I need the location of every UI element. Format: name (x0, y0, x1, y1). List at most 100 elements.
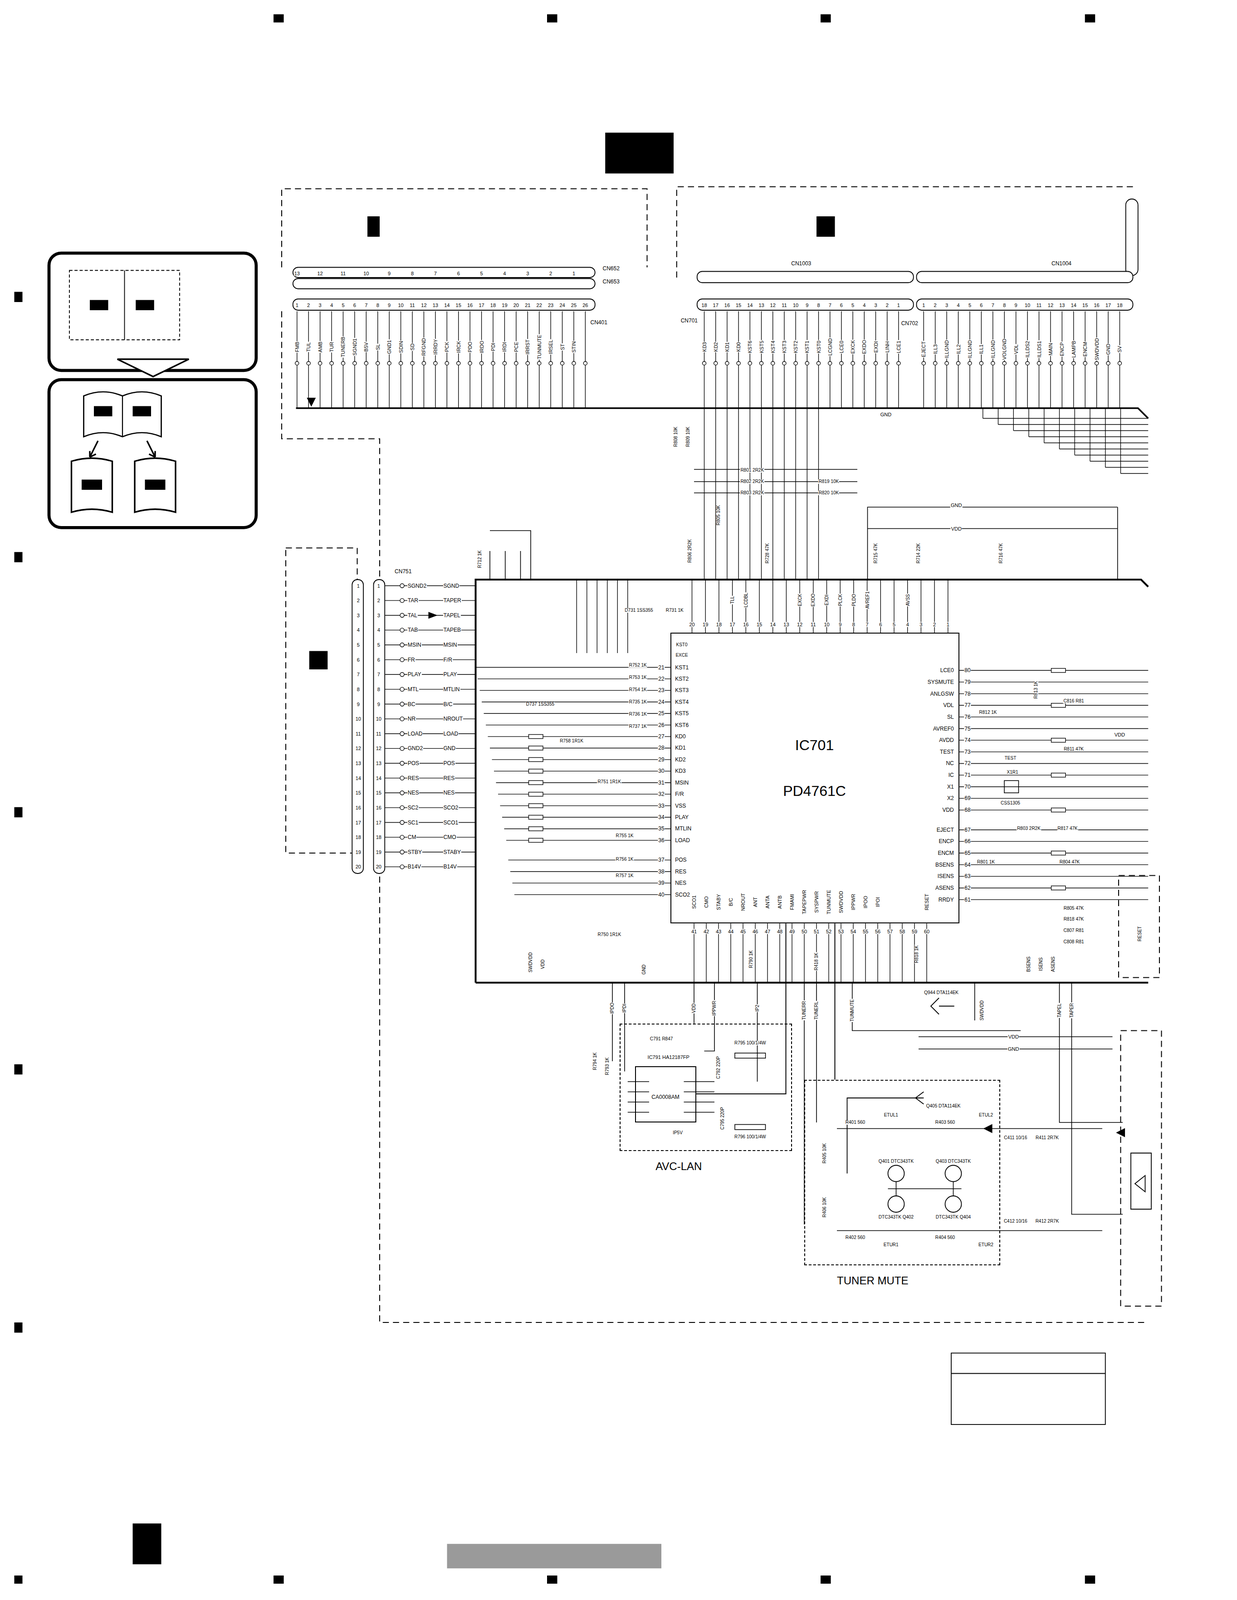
signal-label: GND (950, 502, 963, 508)
wire (959, 876, 1149, 877)
part-label: R752 1K (628, 663, 648, 668)
signal-label: AVREF1 (865, 591, 871, 610)
wire (384, 733, 476, 734)
part-label: R806 2R2K (687, 538, 693, 564)
connector-strip (352, 579, 364, 874)
wire (384, 762, 476, 764)
wire (934, 311, 936, 409)
resistor-symbol (528, 826, 544, 832)
pin-name: KST6 (674, 722, 690, 729)
wire (998, 424, 1149, 425)
terminal-dot (933, 361, 938, 366)
wire (1043, 408, 1045, 444)
note-box (951, 1353, 1106, 1426)
signal-label: SCO2 (443, 805, 460, 811)
pin-number: 76 (963, 714, 971, 720)
signal-label: SCO1 (443, 820, 460, 826)
wire (423, 311, 425, 409)
terminal-dot (400, 746, 405, 751)
pin-name: SCO1 (691, 894, 697, 910)
terminal-dot (400, 643, 405, 648)
pin-number: 13 (782, 622, 790, 628)
signal-label: TUR (329, 341, 335, 353)
pin-number: 8 (851, 622, 856, 628)
pin-number: 24 (657, 699, 665, 705)
pin-number: 72 (963, 760, 971, 767)
pin-number: 7 (376, 672, 381, 678)
pin-name: KST5 (674, 710, 690, 717)
wire (384, 689, 476, 690)
resistor-symbol (1051, 668, 1066, 673)
pin-number: 10 (362, 271, 370, 277)
transistor-symbol (888, 1196, 905, 1213)
wire (959, 681, 1149, 683)
terminal-dot (400, 598, 405, 603)
signal-label: SDIN (398, 340, 404, 354)
signal-label: SGND (443, 583, 460, 589)
signal-label: TLL (730, 595, 735, 605)
wire (502, 816, 671, 818)
terminal-dot (400, 850, 405, 855)
pin-number: 22 (657, 676, 665, 682)
pin-number: 6 (839, 302, 844, 308)
pin-number: 23 (547, 302, 554, 308)
pin-number: 12 (420, 302, 427, 308)
guide-frame (48, 253, 257, 371)
signal-label: IRRDY (432, 338, 438, 356)
terminal-dot (400, 820, 405, 825)
pin-number: 11 (810, 622, 817, 628)
connector-strip (293, 199, 1139, 874)
wire (377, 311, 378, 409)
terminal-dot (400, 791, 405, 796)
pin-number: 4 (905, 622, 910, 628)
pin-number: 15 (1081, 302, 1089, 308)
transistor-symbol (945, 1165, 962, 1183)
signal-label: IPPWR (712, 1000, 717, 1017)
wire (1044, 442, 1149, 444)
pin-number: 11 (340, 271, 347, 277)
signal-label: SD (410, 342, 416, 351)
wire (959, 751, 1149, 753)
signal-label: ILLDS1 (1036, 340, 1042, 358)
pin-number: 43 (715, 929, 722, 935)
wire (573, 311, 574, 409)
connector-name: CN401 (590, 319, 608, 326)
pin-number: 16 (466, 302, 474, 308)
registration-mark (820, 14, 832, 23)
gray-bar (447, 1544, 662, 1569)
part-label: R804 47K (1059, 860, 1081, 865)
terminal-dot (525, 361, 530, 366)
pin-number: 1 (896, 302, 901, 308)
pin-number: 59 (911, 929, 918, 935)
registration-mark (14, 1322, 23, 1334)
wire (1120, 473, 1149, 474)
wire (527, 311, 529, 409)
wire (331, 311, 332, 409)
board-outline (1120, 1031, 1162, 1307)
connector-name: CN702 (900, 320, 919, 327)
signal-label: GND2 (407, 745, 424, 752)
pin-number: 7 (991, 302, 995, 308)
wire (1074, 454, 1149, 456)
wire (576, 579, 577, 654)
pin-number: 8 (356, 686, 361, 692)
terminal-dot (400, 776, 405, 781)
signal-label: NES (443, 790, 456, 796)
pin-number: 3 (525, 271, 530, 277)
pin-number: 70 (963, 784, 971, 790)
board-outline (281, 188, 648, 268)
pin-number: 48 (776, 929, 783, 935)
wire (726, 408, 728, 580)
pin-number: 19 (375, 849, 382, 855)
wire (384, 836, 476, 838)
signal-label: GND1 (386, 339, 392, 355)
wire (308, 311, 309, 409)
pin-number: 26 (581, 302, 589, 308)
part-label: R795 100/1/4W (733, 1041, 767, 1046)
pin-name: EJECT (936, 827, 955, 833)
page-sheet (71, 458, 113, 513)
pin-number: 3 (376, 612, 381, 618)
wire (806, 408, 808, 580)
connector-strip (293, 298, 596, 311)
terminal-dot (816, 361, 821, 366)
